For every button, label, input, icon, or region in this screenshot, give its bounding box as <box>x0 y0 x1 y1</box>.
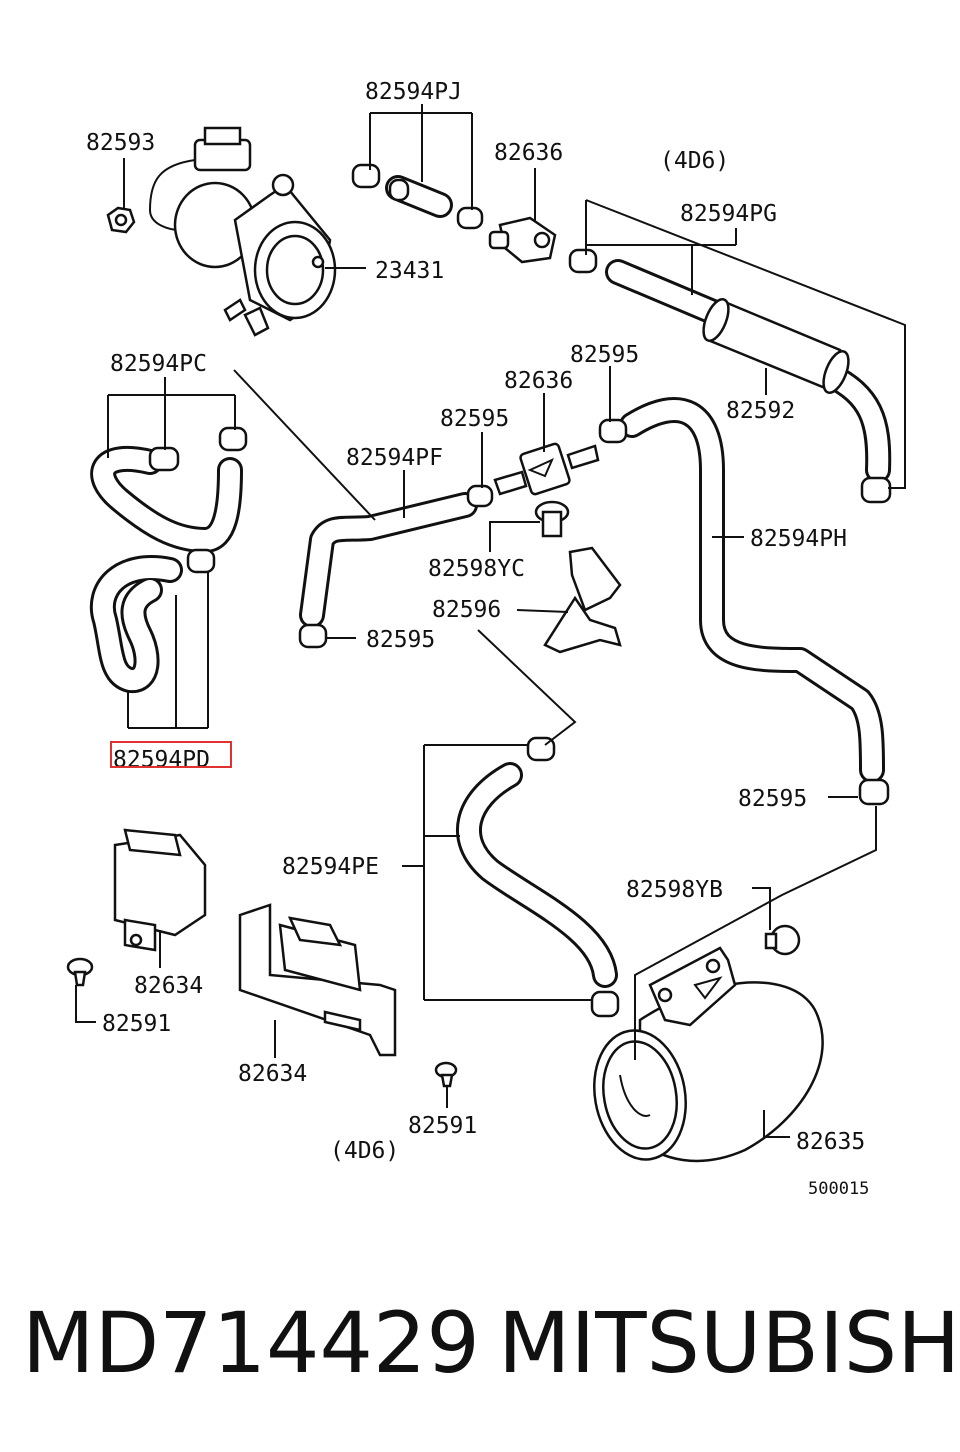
clamp-82594PC-b <box>218 426 248 452</box>
label-82591-a: 82591 <box>102 1011 171 1037</box>
clamp-82594PE-b <box>590 990 620 1018</box>
air-pump-23431 <box>148 126 337 337</box>
muffler-82592 <box>702 298 850 394</box>
label-82595-d: 82595 <box>738 786 807 812</box>
label-82595-b: 82595 <box>440 406 509 432</box>
clamp-82594PC-a <box>148 446 180 472</box>
label-82598YB: 82598YB <box>626 877 723 903</box>
figure-reference: 500015 <box>808 1179 869 1199</box>
label-23431: 23431 <box>375 258 444 284</box>
hose-82594PE <box>456 762 618 988</box>
label-82591-b: 82591 <box>408 1113 477 1139</box>
brand-name: MITSUBISHI <box>498 1294 960 1392</box>
label-4D6-top: (4D6) <box>660 148 729 174</box>
label-82594PH: 82594PH <box>750 526 847 552</box>
label-82593: 82593 <box>86 130 155 156</box>
label-4D6-bottom: (4D6) <box>330 1138 399 1164</box>
label-82596: 82596 <box>432 597 501 623</box>
label-82594PC: 82594PC <box>110 351 207 377</box>
clamp-82595-c <box>298 623 328 649</box>
label-82635: 82635 <box>796 1129 865 1155</box>
label-82594PF: 82594PF <box>346 445 443 471</box>
label-82594PD: 82594PD <box>113 747 210 773</box>
screw-82591-b <box>434 1061 458 1088</box>
part-labels: 82594PJ 82593 82636 (4D6) 82594PG 23431 … <box>86 79 869 1199</box>
label-82592: 82592 <box>726 398 795 424</box>
clamp-82594PD <box>186 548 216 574</box>
clamp-82594PJ <box>351 163 484 230</box>
caption: MD714429 MITSUBISHI <box>0 1288 960 1398</box>
screw-82591-a <box>66 957 94 987</box>
part-number: MD714429 <box>22 1294 480 1392</box>
clamp-82595-d <box>858 778 890 806</box>
clamp-82595-b <box>466 484 494 508</box>
bracket-82596 <box>543 546 622 654</box>
label-82636-top: 82636 <box>494 140 563 166</box>
solenoid-82634-b <box>238 903 397 1057</box>
leader-lines <box>75 104 906 1138</box>
canister-82635 <box>593 946 824 1163</box>
hose-82594PC <box>90 445 243 553</box>
bolt-82598YC <box>534 500 570 538</box>
clamp-82594PG-a <box>568 248 598 274</box>
hose-82594PF <box>299 492 478 628</box>
label-82634-a: 82634 <box>134 973 203 999</box>
label-82598YC: 82598YC <box>428 556 525 582</box>
check-valve-82636-top <box>488 216 557 264</box>
grommet-82598YB <box>764 924 801 956</box>
label-82594PE: 82594PE <box>282 854 379 880</box>
label-82595-a: 82595 <box>570 342 639 368</box>
clamp-82594PG-b <box>860 476 892 504</box>
hose-82594PD <box>89 555 183 693</box>
label-82634-b: 82634 <box>238 1061 307 1087</box>
nut-82593 <box>106 206 136 234</box>
label-82636-mid: 82636 <box>504 368 573 394</box>
check-valve-82636-mid <box>493 442 600 496</box>
highlight-box-82594PD <box>110 741 232 768</box>
hose-82594PH <box>619 397 885 783</box>
clamp-82595-a <box>598 418 628 444</box>
label-82595-c: 82595 <box>366 627 435 653</box>
solenoid-82634-a <box>113 828 207 952</box>
label-82594PJ: 82594PJ <box>365 79 462 105</box>
label-82594PG: 82594PG <box>680 201 777 227</box>
